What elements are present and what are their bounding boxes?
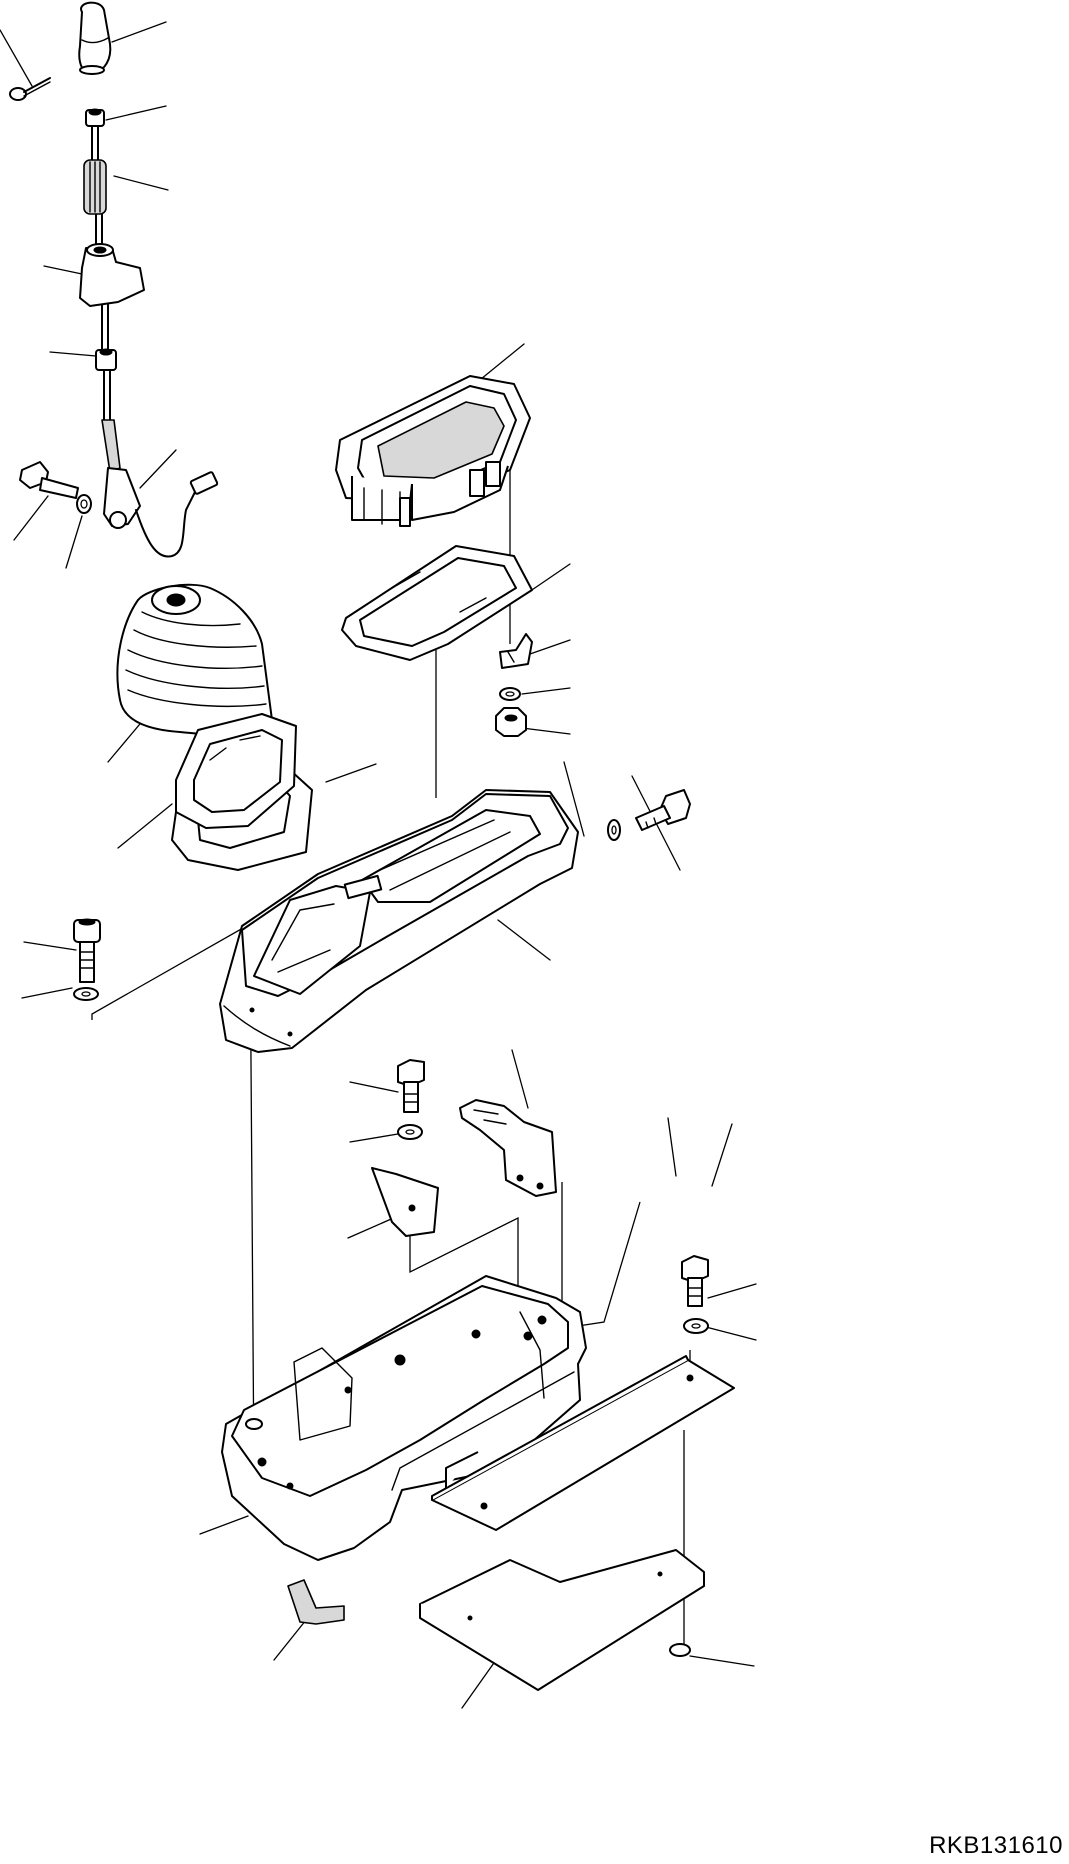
bolt-lower-right: [681, 1255, 709, 1307]
l-clip: [287, 1579, 345, 1625]
boot-retainer-frame: [175, 713, 297, 829]
bolt-center: [397, 1059, 425, 1113]
mount-plate-center: [371, 1167, 439, 1237]
monitor-panel: [335, 375, 531, 527]
washer-left-middle: [73, 987, 99, 1001]
grip-sleeve: [83, 159, 107, 215]
lock-pin: [9, 77, 51, 101]
cap-screw-left-middle: [73, 918, 101, 983]
floor-mat: [419, 1549, 705, 1691]
shift-knob: [78, 1, 112, 75]
washer-bottom-right: [669, 1643, 691, 1657]
console-top-cover: [219, 789, 579, 1053]
lever-boot: [116, 583, 273, 737]
shift-lever-assembly: [101, 419, 219, 558]
washer-upper-left: [76, 494, 92, 514]
hex-nut-right: [495, 707, 527, 737]
floor-bracket-plate: [431, 1355, 735, 1531]
washer-center: [397, 1124, 423, 1140]
lower-console-housing: [221, 1275, 587, 1561]
cap-screw-upper-left: [19, 461, 79, 499]
washer-right-upper: [607, 819, 621, 841]
curved-bracket: [459, 1099, 557, 1197]
leader-lines: [0, 21, 757, 1709]
drawing-code: RKB131610: [929, 1832, 1063, 1859]
lever-bracket: [79, 243, 145, 307]
washer-right: [499, 687, 521, 701]
lever-collar: [95, 348, 117, 371]
lever-rod: [91, 125, 111, 421]
monitor-seal-frame: [341, 545, 533, 661]
washer-lower-right: [683, 1318, 709, 1334]
lever-nut: [85, 108, 105, 127]
bolt-right-upper: [635, 789, 691, 831]
clip-bracket: [499, 633, 533, 669]
